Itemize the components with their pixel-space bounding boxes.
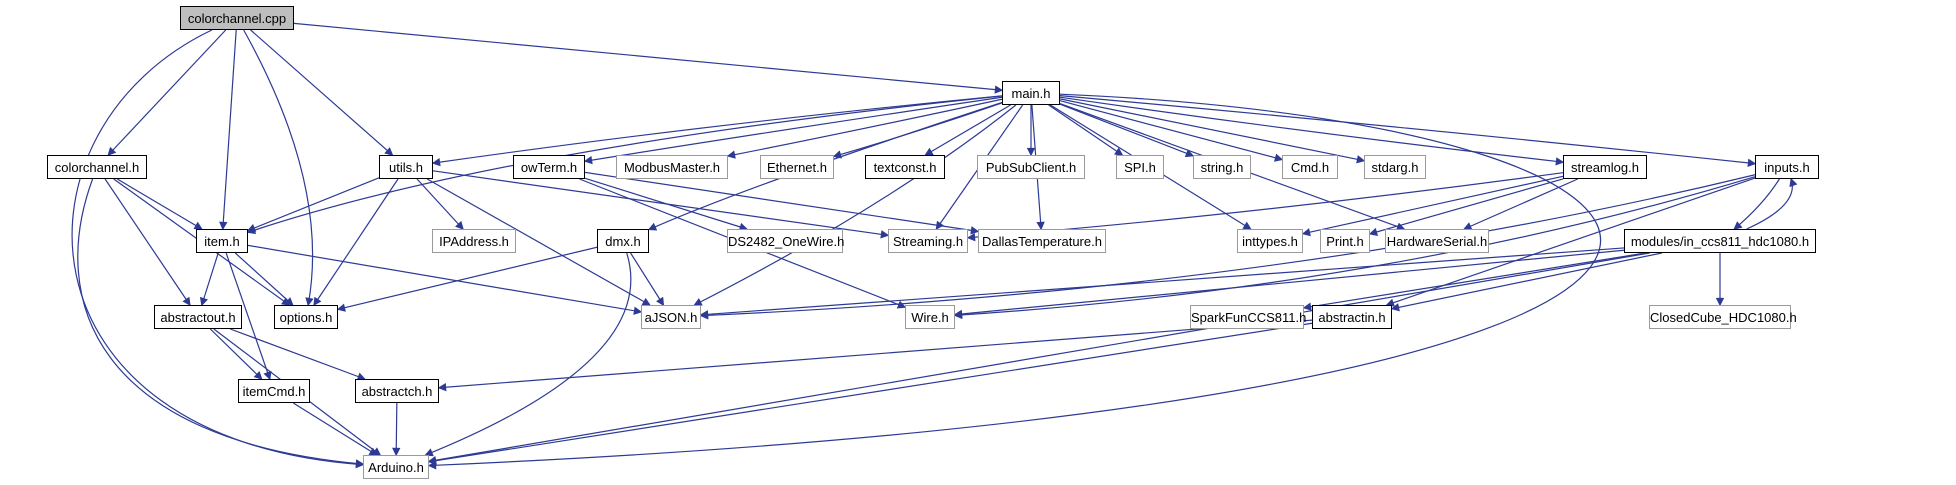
edge-abstractch_h-to-Arduino_h bbox=[392, 402, 401, 457]
graph-node-textconst_h[interactable]: textconst.h bbox=[865, 155, 945, 179]
edge-modules_in_ccs811_hdc1080_h-to-Wire_h bbox=[953, 249, 1625, 319]
edge-modules_in_ccs811_hdc1080_h-to-abstractin_h bbox=[1390, 252, 1663, 312]
graph-node-options_h[interactable]: options.h bbox=[274, 305, 338, 329]
edge-abstractin_h-to-abstractch_h bbox=[437, 319, 1313, 392]
edge-item_h-to-itemCmd_h bbox=[225, 252, 272, 381]
graph-node-owTerm_h[interactable]: owTerm.h bbox=[513, 155, 585, 179]
graph-node-string_h: string.h bbox=[1193, 155, 1251, 179]
edge-utils_h-to-options_h bbox=[313, 178, 399, 307]
graph-node-Streaming_h: Streaming.h bbox=[888, 229, 968, 253]
edge-abstractout_h-to-itemCmd_h bbox=[209, 328, 263, 380]
edge-main_h-to-textconst_h bbox=[924, 104, 1011, 156]
graph-node-Cmd_h: Cmd.h bbox=[1282, 155, 1338, 179]
edge-main_h-to-owTerm_h bbox=[583, 96, 1003, 165]
edge-main_h-to-ModbusMaster_h bbox=[726, 98, 1003, 159]
graph-node-main_h[interactable]: main.h bbox=[1002, 81, 1060, 105]
edge-itemCmd_h-to-Arduino_h bbox=[292, 402, 378, 456]
edge-owTerm_h-to-DS2482_OneWire_h bbox=[584, 177, 748, 231]
graph-node-DS2482_OneWire_h: DS2482_OneWire.h bbox=[727, 229, 844, 253]
edge-dmx_h-to-options_h bbox=[336, 246, 598, 312]
edge-main_h-to-aJSON_h bbox=[693, 104, 1017, 306]
edge-streamlog_h-to-Print_h bbox=[1368, 178, 1564, 236]
edge-streamlog_h-to-HardwareSerial_h bbox=[1463, 178, 1579, 230]
edge-inputs_h-to-modules_in_ccs811_hdc1080_h bbox=[1733, 178, 1780, 230]
edge-colorchannel_cpp-to-options_h bbox=[243, 29, 314, 307]
edge-main_h-to-Cmd_h bbox=[1059, 100, 1284, 162]
edge-colorchannel_cpp-to-Arduino_h bbox=[71, 29, 365, 469]
edge-main_h-to-SPI_h bbox=[1048, 104, 1124, 156]
edge-dmx_h-to-Arduino_h bbox=[424, 252, 632, 457]
edge-colorchannel_cpp-to-colorchannel_h bbox=[107, 29, 227, 156]
graph-node-dmx_h[interactable]: dmx.h bbox=[597, 229, 649, 253]
edge-colorchannel_cpp-to-main_h bbox=[293, 22, 1004, 94]
edge-main_h-to-utils_h bbox=[431, 95, 1003, 167]
edge-colorchannel_cpp-to-utils_h bbox=[250, 29, 394, 156]
graph-node-colorchannel_h[interactable]: colorchannel.h bbox=[47, 155, 147, 179]
edge-utils_h-to-IPAddress_h bbox=[416, 178, 464, 230]
edge-colorchannel_cpp-to-item_h bbox=[219, 29, 237, 231]
graph-node-SparkFunCCS811_h: SparkFunCCS811.h bbox=[1190, 305, 1306, 329]
graph-node-utils_h[interactable]: utils.h bbox=[379, 155, 433, 179]
graph-node-item_h[interactable]: item.h bbox=[196, 229, 248, 253]
edge-dmx_h-to-aJSON_h bbox=[630, 252, 665, 307]
graph-node-Arduino_h: Arduino.h bbox=[363, 455, 429, 479]
edge-item_h-to-abstractout_h bbox=[199, 252, 219, 307]
graph-node-stdarg_h: stdarg.h bbox=[1364, 155, 1426, 179]
graph-node-PubSubClient_h: PubSubClient.h bbox=[977, 155, 1085, 179]
edge-streamlog_h-to-Streaming_h bbox=[966, 172, 1564, 242]
edge-modules_in_ccs811_hdc1080_h-to-Arduino_h bbox=[427, 252, 1650, 465]
edge-inputs_h-to-aJSON_h bbox=[699, 174, 1756, 320]
graph-node-ClosedCube_HDC1080_h: ClosedCube_HDC1080.h bbox=[1649, 305, 1797, 329]
edge-item_h-to-aJSON_h bbox=[247, 244, 643, 315]
graph-node-IPAddress_h: IPAddress.h bbox=[432, 229, 516, 253]
edge-main_h-to-streamlog_h bbox=[1059, 96, 1565, 166]
edge-colorchannel_h-to-item_h bbox=[116, 178, 203, 230]
graph-node-inputs_h[interactable]: inputs.h bbox=[1755, 155, 1819, 179]
graph-node-SPI_h: SPI.h bbox=[1116, 155, 1164, 179]
edge-modules_in_ccs811_hdc1080_h-to-SparkFunCCS811_h bbox=[1302, 252, 1646, 311]
graph-node-abstractout_h[interactable]: abstractout.h bbox=[154, 305, 242, 329]
edge-owTerm_h-to-DallasTemperature_h bbox=[584, 171, 980, 235]
edge-utils_h-to-item_h bbox=[246, 177, 380, 232]
graph-node-inttypes_h: inttypes.h bbox=[1237, 229, 1303, 253]
graph-node-Wire_h: Wire.h bbox=[905, 305, 955, 329]
graph-node-colorchannel_cpp: colorchannel.cpp bbox=[180, 6, 294, 30]
edge-main_h-to-inputs_h bbox=[1059, 95, 1757, 168]
edge-inputs_h-to-abstractin_h bbox=[1385, 177, 1756, 307]
edge-modules_in_ccs811_hdc1080_h-to-aJSON_h bbox=[699, 247, 1625, 319]
graph-node-Ethernet_h: Ethernet.h bbox=[760, 155, 834, 179]
edge-abstractout_h-to-abstractch_h bbox=[230, 328, 366, 381]
graph-node-streamlog_h[interactable]: streamlog.h bbox=[1563, 155, 1647, 179]
graph-node-modules_in_ccs811_hdc1080_h[interactable]: modules/in_ccs811_hdc1080.h bbox=[1624, 229, 1816, 253]
edge-utils_h-to-aJSON_h bbox=[426, 178, 651, 306]
graph-node-DallasTemperature_h: DallasTemperature.h bbox=[978, 229, 1106, 253]
edge-item_h-to-options_h bbox=[234, 252, 294, 306]
edge-streamlog_h-to-inttypes_h bbox=[1301, 175, 1564, 237]
graph-node-Print_h: Print.h bbox=[1320, 229, 1370, 253]
edge-colorchannel_h-to-Arduino_h bbox=[77, 178, 365, 468]
edge-modules_in_ccs811_hdc1080_h-to-inputs_h bbox=[1746, 177, 1798, 230]
graph-node-aJSON_h: aJSON.h bbox=[641, 305, 701, 329]
graph-node-ModbusMaster_h: ModbusMaster.h bbox=[616, 155, 728, 179]
edge-main_h-to-stdarg_h bbox=[1059, 98, 1366, 164]
edge-colorchannel_h-to-abstractout_h bbox=[104, 178, 191, 307]
graph-node-itemCmd_h[interactable]: itemCmd.h bbox=[238, 379, 310, 403]
edge-abstractin_h-to-Arduino_h bbox=[427, 322, 1313, 465]
edge-main_h-to-Arduino_h bbox=[427, 93, 1601, 470]
edge-utils_h-to-Streaming_h bbox=[432, 170, 890, 239]
graph-node-HardwareSerial_h: HardwareSerial.h bbox=[1385, 229, 1489, 253]
graph-node-abstractch_h[interactable]: abstractch.h bbox=[355, 379, 439, 403]
edge-main_h-to-string_h bbox=[1059, 103, 1195, 158]
graph-node-abstractin_h[interactable]: abstractin.h bbox=[1312, 305, 1392, 329]
